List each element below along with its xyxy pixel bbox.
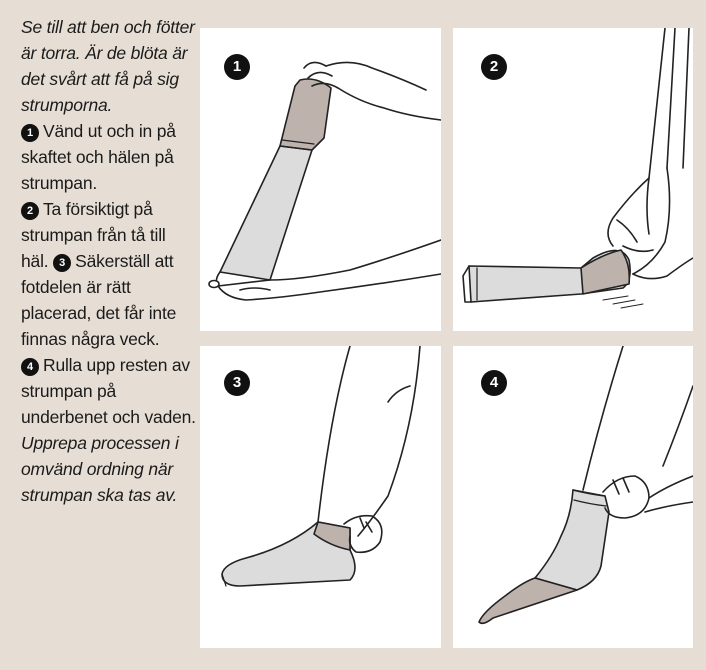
step-4-label: Rulla upp resten av strumpan på underben… <box>21 355 196 427</box>
outro-text: Upprepa processen i omvänd ordning när s… <box>21 433 179 505</box>
panel-4-badge: 4 <box>481 370 507 396</box>
step-3-badge: 3 <box>53 254 72 272</box>
panel-1-badge: 1 <box>224 54 250 80</box>
inside-out-stocking-illustration <box>208 61 441 301</box>
step-1-label: Vänd ut och in på skaftet och hälen på s… <box>21 121 176 193</box>
instructions-text: Se till att ben och fötter är torra. Är … <box>21 14 197 508</box>
step-4-badge: 4 <box>21 358 39 376</box>
panel-step-2: 2 <box>453 28 693 331</box>
step-2-label: Ta försiktigt på strumpan från tå till h… <box>21 199 166 271</box>
intro-text: Se till att ben och fötter är torra. Är … <box>21 17 195 115</box>
roll-up-stocking-illustration <box>478 346 693 625</box>
panel-3-badge: 3 <box>224 370 250 396</box>
panel-step-1: 1 <box>200 28 441 331</box>
step-3-label: Säkerställ att fotdelen är rätt placerad… <box>21 251 177 349</box>
panel-step-4: 4 <box>453 346 693 648</box>
panel-2-badge: 2 <box>481 54 507 80</box>
adjust-foot-part-illustration <box>221 346 421 587</box>
step-1-badge: 1 <box>21 124 39 142</box>
step-2-badge: 2 <box>21 202 39 220</box>
panel-step-3: 3 <box>200 346 441 648</box>
pull-stocking-over-foot-illustration <box>462 28 693 309</box>
